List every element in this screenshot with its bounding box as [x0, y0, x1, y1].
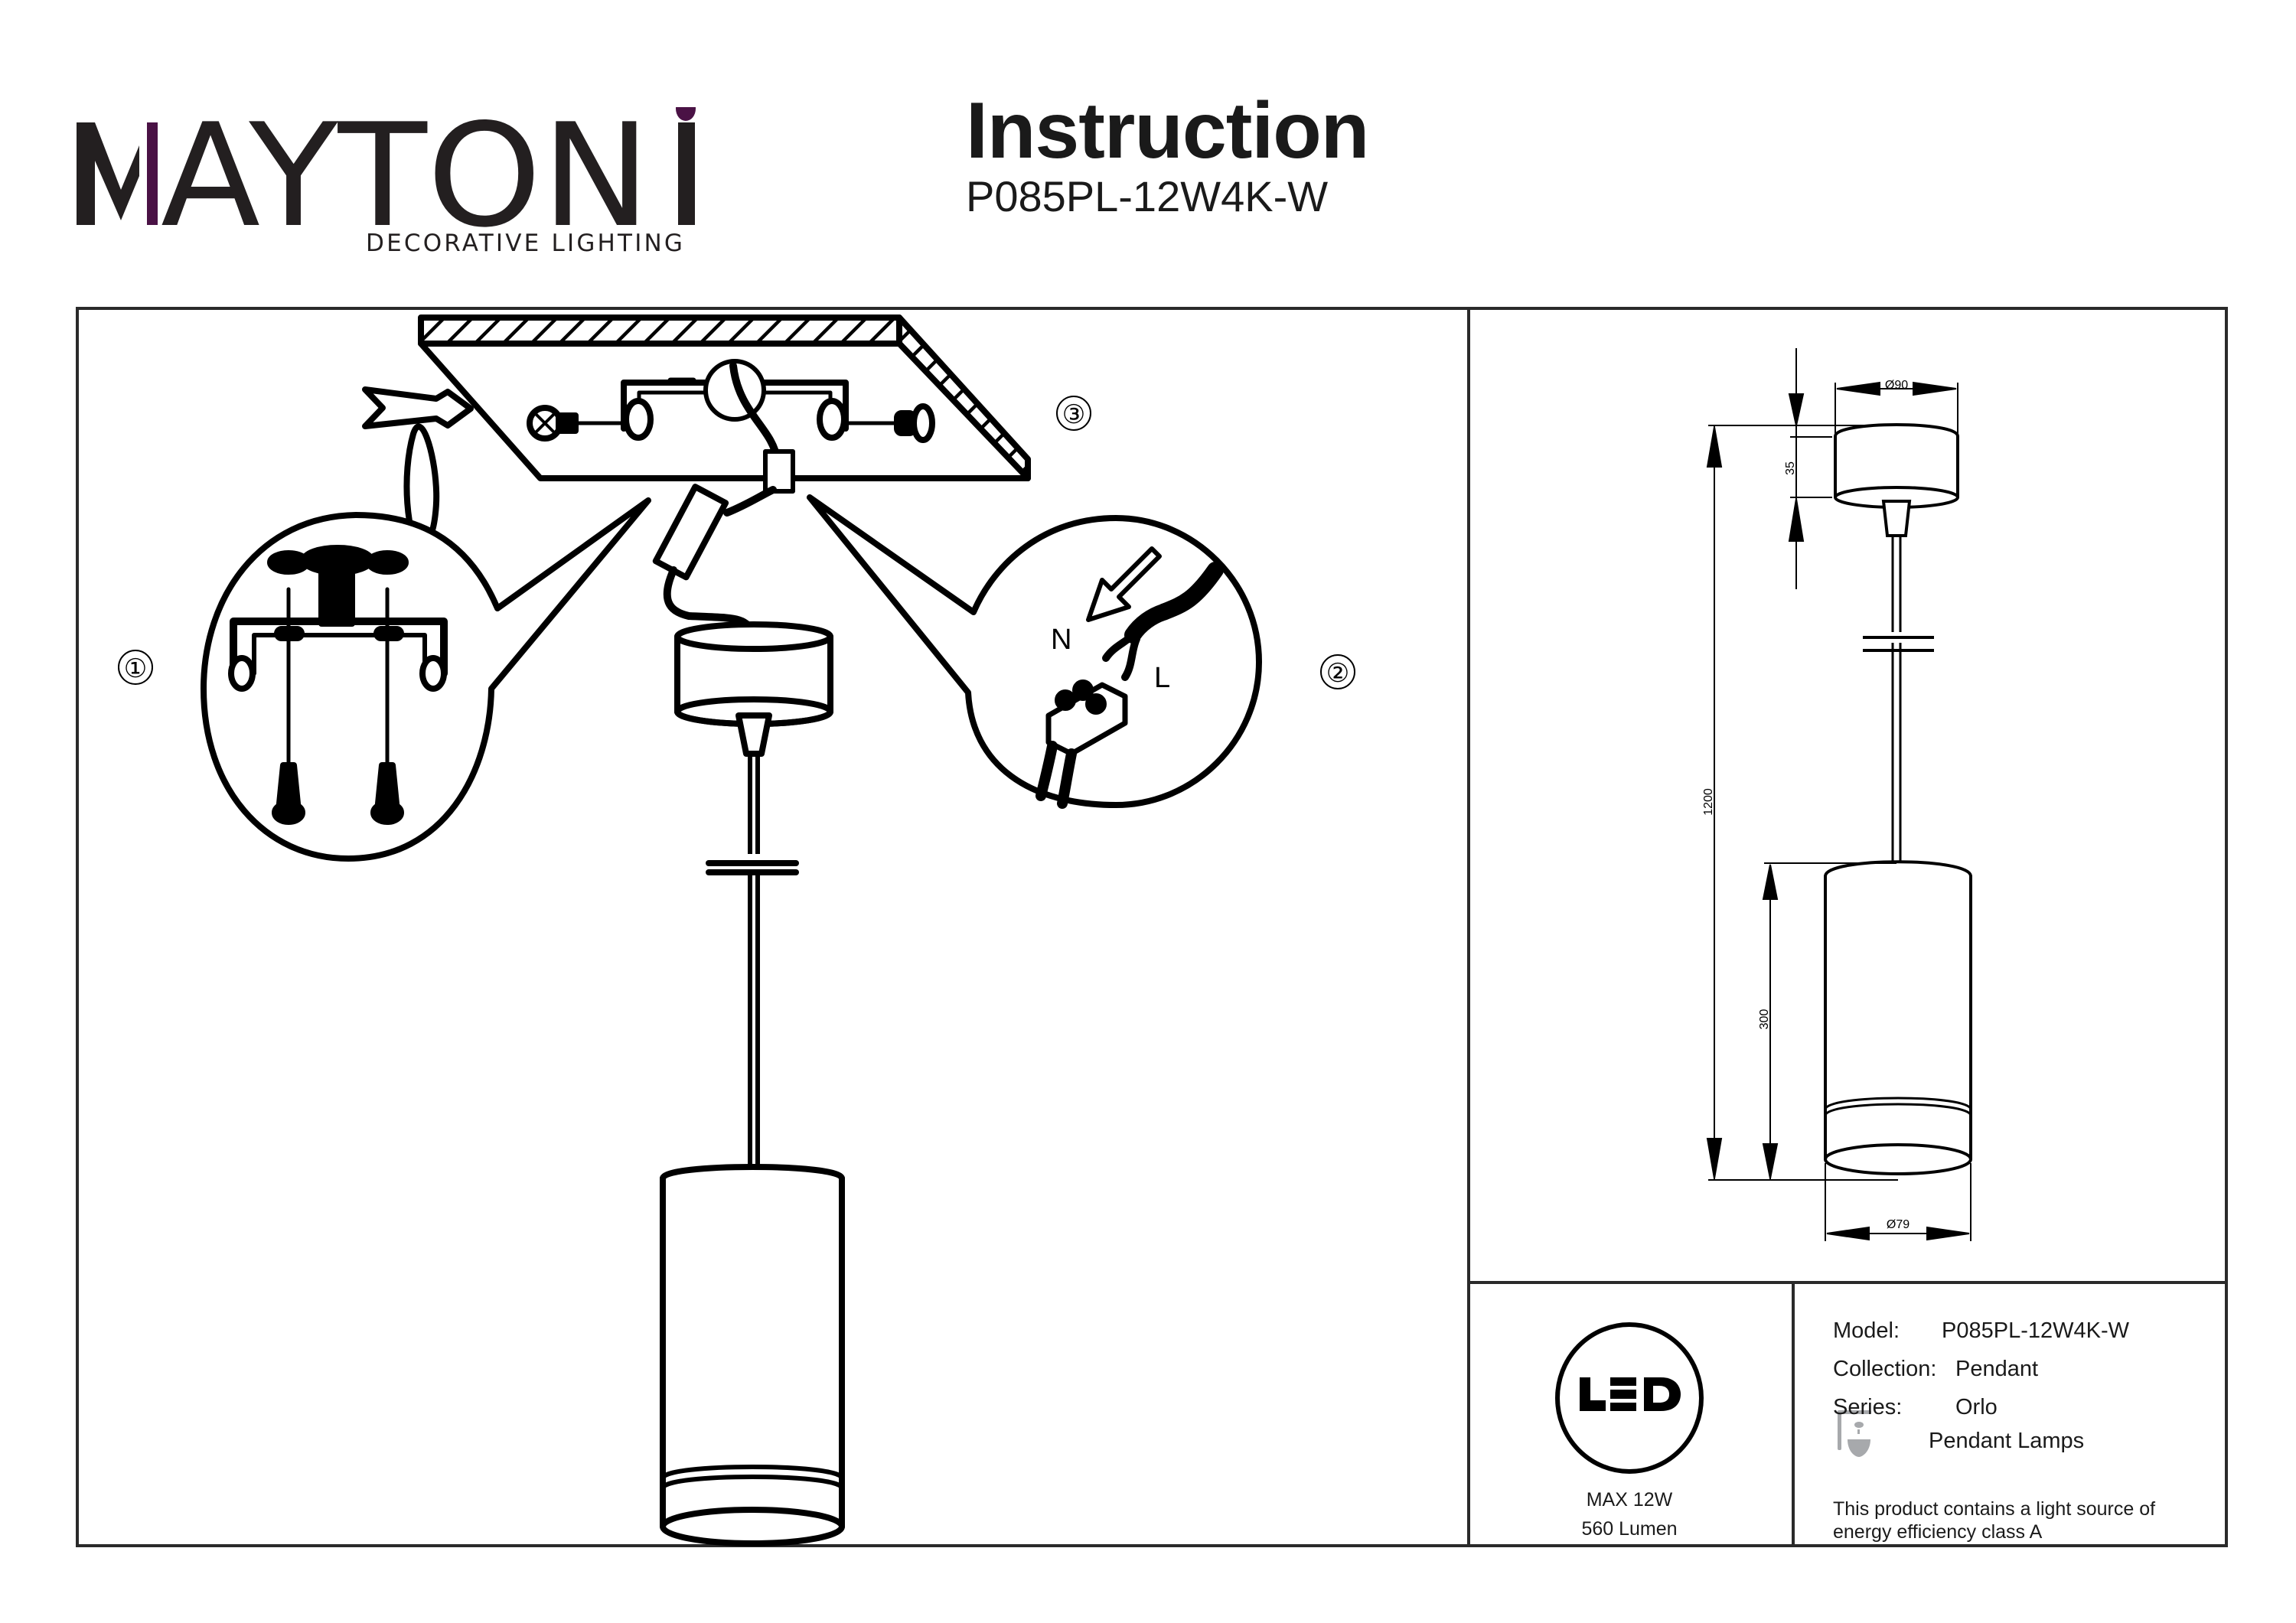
- cord-icon: [700, 751, 805, 1169]
- led-lumen: 560 Lumen: [1581, 1518, 1678, 1540]
- led-power: MAX 12W: [1586, 1489, 1673, 1511]
- dim-lines: [1706, 348, 1971, 1241]
- energy-class-line-2: energy efficiency class A: [1833, 1521, 2043, 1543]
- document-title: Instruction: [966, 86, 1369, 175]
- spec-series-value: Orlo: [1955, 1395, 1998, 1419]
- pendant-shade-icon: [660, 1164, 845, 1546]
- callout-wiring-detail: [807, 494, 1262, 809]
- canopy-icon: [674, 621, 833, 757]
- logo-accent-bar: [147, 122, 158, 225]
- logo-letter-i-stem: [678, 122, 695, 225]
- terminal-block-icon: [1045, 680, 1128, 757]
- step-number-2-label: ②: [1326, 658, 1349, 689]
- pendant-lamp-icon: [1838, 1410, 1871, 1457]
- dim-canopy-diameter: Ø90: [1885, 379, 1908, 392]
- dim-cord: [1862, 536, 1934, 863]
- callout-bracket-detail: [201, 497, 651, 862]
- step-number-2: [1320, 654, 1355, 689]
- energy-class-line-1: This product contains a light source of: [1833, 1498, 2156, 1520]
- spec-model-value: P085PL-12W4K-W: [1942, 1318, 2129, 1343]
- outer-border: [76, 307, 2228, 1547]
- installation-illustration: [118, 314, 1355, 1546]
- step-number-1: [118, 650, 153, 685]
- led-badge-icon: [1555, 1322, 1704, 1474]
- dim-shade-diameter: Ø79: [1887, 1218, 1910, 1231]
- logo-accent-dot: [676, 107, 696, 121]
- step-number-3-label: ③: [1062, 399, 1085, 430]
- dim-canopy: [1834, 423, 1959, 537]
- dim-total-height: 1200: [1702, 788, 1715, 816]
- spec-series-label: Series:: [1833, 1395, 1903, 1419]
- logo-letters-aytoni: AYTON: [161, 107, 651, 230]
- screw-icon: [911, 403, 935, 443]
- logo-letter-m: [77, 122, 139, 225]
- brand-logo: AYTON: [77, 107, 696, 230]
- dim-shade: [1824, 860, 1972, 1175]
- document-model-number: P085PL-12W4K-W: [966, 172, 1329, 220]
- rotate-arrow-icon: [362, 386, 474, 564]
- cable-icon: [652, 362, 795, 639]
- spec-collection-label: Collection:: [1833, 1357, 1937, 1381]
- dim-canopy-height: 35: [1784, 461, 1797, 475]
- sheet-frame: [76, 307, 2228, 1547]
- driver-icon: [652, 484, 729, 581]
- wire-label-live: L: [1154, 662, 1170, 694]
- dim-shade-height: 300: [1758, 1009, 1771, 1030]
- wire-label-neutral: N: [1051, 624, 1071, 656]
- spec-model-label: Model:: [1833, 1318, 1900, 1343]
- arrow-down-left-icon: [1086, 546, 1162, 622]
- spec-collection-value: Pendant: [1955, 1357, 2039, 1381]
- spec-category: Pendant Lamps: [1929, 1429, 2085, 1453]
- brand-tagline: DECORATIVE LIGHTING: [366, 230, 686, 257]
- step-number-3: [1056, 396, 1091, 431]
- dimension-drawing: [1706, 348, 1972, 1241]
- step-number-1-label: ①: [124, 653, 147, 684]
